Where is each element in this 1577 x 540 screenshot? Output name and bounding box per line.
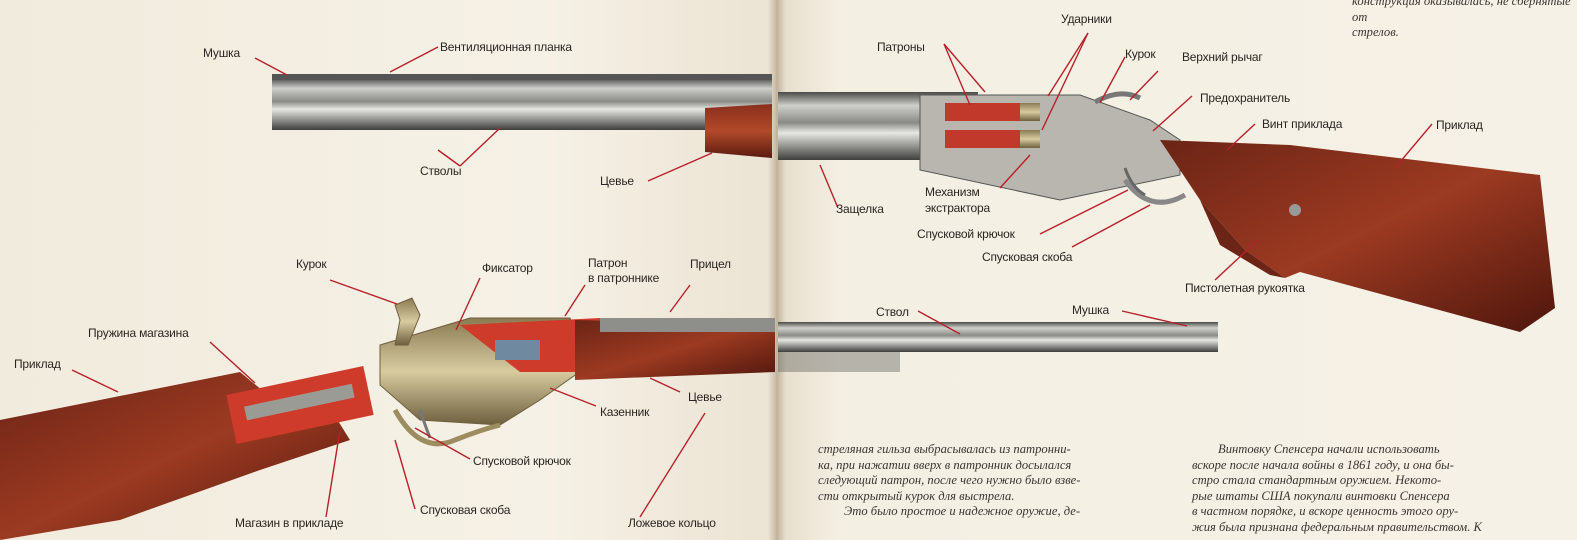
leader-line [390, 47, 438, 72]
text-line: конструкция оказывалась, не сбернятые от [1352, 0, 1572, 25]
shotgun-illustration [272, 74, 1555, 332]
text-line: сти открытый курок для выстрела. [818, 489, 1158, 505]
label-spencer-lock: Фиксатор [482, 261, 533, 275]
label-shotgun-vent-rib: Вентиляционная планка [440, 40, 572, 54]
label-spencer-rear-sight: Прицел [690, 257, 731, 271]
leader-line [670, 285, 690, 312]
spencer-chamber-cartridge [495, 340, 540, 360]
label-spencer-forend: Цевье [688, 390, 722, 404]
label-shotgun-stock-screw: Винт приклада [1262, 117, 1342, 131]
label-shotgun-latch: Защелка [836, 202, 884, 216]
spencer-barrel-shadow [778, 352, 900, 372]
text-line: стро стала стандартным оружием. Некото- [1192, 473, 1532, 489]
label-shotgun-extractor: Механизм экстрактора [925, 184, 990, 216]
leader-line [1130, 71, 1158, 100]
label-spencer-front-sight: Мушка [1072, 303, 1109, 317]
label-shotgun-trigger: Спусковой крючок [917, 227, 1015, 241]
shotgun-barrels [272, 78, 772, 130]
label-spencer-breech: Казенник [600, 405, 649, 419]
text-line: в частном порядке, и вскоре ценность это… [1192, 504, 1532, 520]
leader-line [640, 413, 705, 517]
label-shotgun-top-lever: Верхний рычаг [1182, 50, 1263, 64]
text-line: стрелов. [1352, 25, 1572, 41]
label-spencer-hammer: Курок [296, 257, 326, 271]
label-spencer-chambered-cartridge: Патрон в патроннике [588, 256, 659, 286]
shotgun-shell-brass-1 [1020, 103, 1040, 121]
text-line: стреляная гильза выбрасывалась из патрон… [818, 442, 1158, 458]
shotgun-vent-rib [272, 74, 772, 80]
label-spencer-trigger-guard: Спусковая скоба [420, 503, 510, 517]
leader-line [330, 280, 397, 304]
label-spencer-stock-magazine: Магазин в прикладе [235, 516, 343, 530]
text-line: вскоре после начала войны в 1861 году, и… [1192, 458, 1532, 474]
body-text-column-1: стреляная гильза выбрасывалась из патрон… [818, 442, 1158, 520]
label-spencer-trigger: Спусковой крючок [473, 454, 571, 468]
label-shotgun-pistol-grip: Пистолетная рукоятка [1185, 281, 1305, 295]
leader-line [565, 285, 585, 316]
label-shotgun-cartridges: Патроны [877, 40, 925, 54]
leader-line [550, 388, 596, 406]
leader-line [1072, 205, 1150, 247]
label-line: в патроннике [588, 271, 659, 286]
shotgun-shell-1 [945, 103, 1025, 121]
shotgun-shell-brass-2 [1020, 130, 1040, 148]
label-spencer-barrel: Ствол [876, 305, 909, 319]
text-line: Это было простое и надежное оружие, де- [818, 504, 1158, 520]
label-shotgun-barrels: Стволы [420, 164, 461, 178]
label-shotgun-safety: Предохранитель [1200, 91, 1290, 105]
body-text-column-2: Винтовку Спенсера начали использовать вс… [1192, 442, 1532, 535]
leader-line [460, 128, 500, 166]
leader-line [415, 428, 470, 459]
label-shotgun-stock: Приклад [1436, 118, 1483, 132]
top-text-fragment: конструкция оказывалась, не сбернятые от… [1352, 0, 1572, 41]
leader-line [395, 440, 415, 509]
label-spencer-magazine-spring: Пружина магазина [88, 326, 189, 340]
spencer-barrel-top [600, 318, 775, 332]
label-line: Механизм [925, 184, 990, 200]
leader-line [648, 153, 712, 181]
leader-line [1048, 33, 1088, 96]
leader-line [255, 58, 287, 75]
leader-line [72, 370, 118, 392]
shotgun-shell-2 [945, 130, 1025, 148]
label-shotgun-front-sight: Мушка [203, 46, 240, 60]
text-line: Винтовку Спенсера начали использовать [1192, 442, 1532, 458]
text-line: ка, при нажатии вверх в патронник досыла… [818, 458, 1158, 474]
label-spencer-barrel-band: Ложевое кольцо [628, 516, 716, 530]
label-shotgun-strikers: Ударники [1061, 12, 1112, 26]
spencer-barrel [778, 322, 1218, 352]
shotgun-forend [705, 104, 772, 158]
leader-line [1153, 96, 1192, 131]
text-line: жия была признана федеральным правительс… [1192, 520, 1532, 536]
text-line: следующий патрон, после чего нужно было … [818, 473, 1158, 489]
label-line: экстрактора [925, 200, 990, 216]
leader-line [944, 44, 985, 92]
label-spencer-stock: Приклад [14, 357, 61, 371]
label-shotgun-trigger-guard: Спусковая скоба [982, 250, 1072, 264]
shotgun-stock-screw [1289, 204, 1301, 216]
label-shotgun-forend: Цевье [600, 174, 634, 188]
text-line: рые штаты США покупали винтовки Спенсера [1192, 489, 1532, 505]
label-shotgun-hammer: Курок [1125, 47, 1155, 61]
label-line: Патрон [588, 256, 659, 271]
leader-line [650, 378, 680, 392]
